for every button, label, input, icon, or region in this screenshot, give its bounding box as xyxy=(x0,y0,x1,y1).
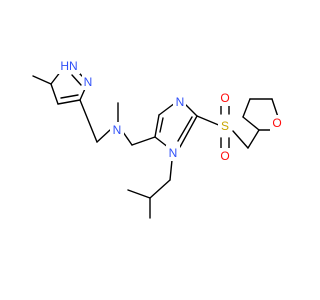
bond xyxy=(242,98,251,118)
atom-labels: HN N N N N S O O O xyxy=(58,58,284,164)
bond xyxy=(179,115,198,148)
atom-label-sulfur: S xyxy=(221,119,229,133)
bond xyxy=(184,103,198,117)
bond xyxy=(127,189,151,199)
bond xyxy=(131,136,156,146)
atom-label-imidazole-n1: N xyxy=(169,146,178,160)
bond xyxy=(50,83,59,105)
bond xyxy=(79,99,98,143)
atom-label-sulfonyl-o-top: O xyxy=(220,91,229,105)
structure-diagram: HN N N N N S O O O xyxy=(32,58,284,219)
bond xyxy=(57,99,81,105)
atom-label-pyrazole-n: N xyxy=(84,75,93,89)
bond xyxy=(122,131,133,146)
atom-label-sulfonyl-o-bottom: O xyxy=(220,149,229,163)
atom-label-imidazole-n3: N xyxy=(176,95,185,109)
bond xyxy=(247,129,260,149)
bond xyxy=(71,74,82,86)
bond xyxy=(232,130,249,149)
atom-label-amine-n: N xyxy=(113,123,122,137)
bond xyxy=(154,114,160,138)
bond xyxy=(169,159,173,181)
bond xyxy=(177,116,193,142)
molecule-canvas: HN N N N N S O O O xyxy=(32,58,284,219)
atom-label-pyrazole-nh: HN xyxy=(60,59,77,73)
bond xyxy=(60,94,79,99)
bond xyxy=(271,98,279,118)
bond xyxy=(96,129,111,143)
bond xyxy=(32,75,52,85)
bond xyxy=(158,102,176,116)
atom-label-thf-o: O xyxy=(272,116,281,130)
bonds xyxy=(32,69,279,219)
bond xyxy=(149,179,171,199)
bond xyxy=(159,117,164,133)
bond xyxy=(242,116,260,131)
bond xyxy=(196,115,222,127)
